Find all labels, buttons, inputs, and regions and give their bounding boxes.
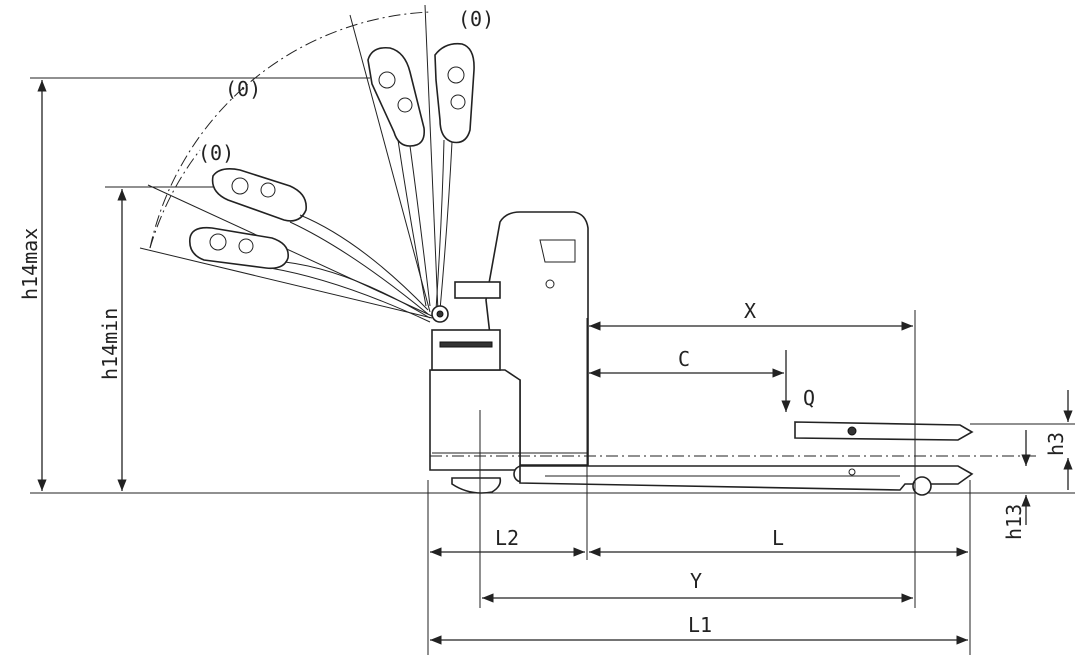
h14max-dimension: h14max [18,77,370,491]
fork [430,455,1040,496]
h14min-dimension: h14min [98,186,230,491]
x-label: X [744,299,756,323]
l-dimension: L [589,526,968,557]
truck-body [429,211,589,471]
l2-label: L2 [495,526,519,550]
angle-top-label: (0) [458,7,494,31]
l1-dimension: L1 [430,613,968,645]
c-dimension: C [589,347,784,378]
h13-dimension: h13 [1002,430,1031,540]
l2-dimension: L2 [430,526,585,557]
l1-label: L1 [688,613,712,637]
y-label: Y [690,569,702,593]
raised-fork [794,421,1075,441]
tiller-head-tilted [367,46,431,307]
h14max-label: h14max [18,228,42,300]
q-load-arrow: Q [781,350,815,412]
tiller-head-mid [211,168,429,315]
y-dimension: Y [482,569,913,603]
l-label: L [772,526,784,550]
x-dimension: X [589,299,913,331]
c-label: C [678,347,690,371]
angle-low-label: (0) [198,141,234,165]
h3-dimension: h3 [1044,390,1073,490]
tiller-head-vertical [434,42,475,311]
h3-label: h3 [1044,432,1068,456]
q-label: Q [803,386,815,410]
tiller-head-low [188,226,431,323]
h14min-label: h14min [98,308,122,380]
h13-label: h13 [1002,504,1026,540]
tiller-swing-arcs: (0) (0) (0) [139,4,494,319]
angle-mid-label: (0) [225,77,261,101]
